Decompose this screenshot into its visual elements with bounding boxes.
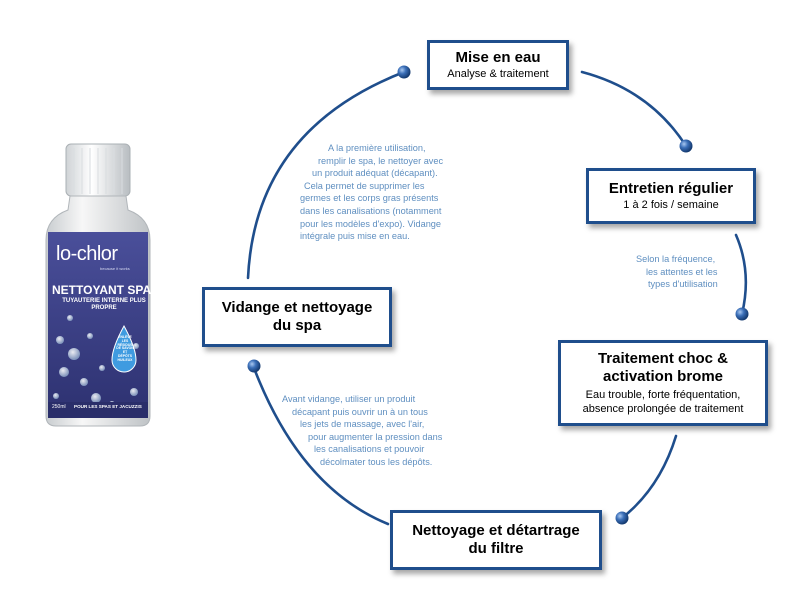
arc-bottom-left [252,366,390,526]
arc-bottom-right [620,434,678,520]
note-line: les attentes et les [646,266,718,277]
step-detail-line: absence prolongée de traitement [582,403,744,415]
product-volume: 250ml [52,404,66,410]
note-line: germes et les corps gras présents [300,193,439,204]
note-avant-vidange: Avant vidange, utiliser un produit décap… [282,393,442,469]
step-title-line: du spa [272,317,322,334]
drop-text-line: DÉPÔTS [118,353,132,358]
note-frequence: Selon la fréquence, les attentes et les … [636,253,718,291]
step-title: Mise en eau [455,49,541,66]
note-line: décapant puis ouvrir un à un tous [292,406,428,417]
step-title-line: Traitement choc & [597,350,729,367]
note-line: intégrale puis mise en eau. [300,231,410,242]
product-bottle [45,143,151,427]
drop-text: ENLÈVE LES RÉSIDUS DE SAVON ET DÉPÔTS HU… [114,335,136,363]
note-line: dans les canalisations (notamment [300,205,442,216]
bottle-label [48,232,148,418]
step-title-line: Nettoyage et détartrage [412,522,580,539]
arc-right [734,233,748,316]
arc-end-ball [735,307,749,321]
note-line: A la première utilisation, [328,143,426,153]
note-line: Selon la fréquence, [636,254,716,264]
product-name: NETTOYANT SPA [52,283,152,297]
step-vidange-nettoyage: Vidange et nettoyage du spa [202,287,392,347]
brand-logo: lo-chlor [56,243,118,265]
step-mise-en-eau: Mise en eau Analyse & traitement [427,40,569,90]
brand-tagline: because it works [100,266,130,271]
note-line: types d'utilisation [648,279,718,290]
step-title-line: activation brome [602,368,724,385]
step-detail-line: Eau trouble, forte fréquentation, [585,389,741,401]
drop-text-line: ENLÈVE [118,335,132,339]
step-detail: Analyse & traitement [447,68,549,80]
step-title: Entretien régulier [608,180,734,197]
arc-left [246,70,406,280]
note-line: décolmater tous les dépôts. [320,456,433,467]
arc-end-ball [615,511,629,525]
note-line: les canalisations et pouvoir [314,444,425,455]
arc-top-right [580,70,688,148]
product-subtitle-line: TUYAUTERIE INTERNE PLUS [62,298,146,304]
note-line: les jets de massage, avec l'air, [300,419,425,430]
arc-end-ball [679,139,693,153]
product-subtitle: TUYAUTERIE INTERNE PLUS PROPRE [54,298,154,312]
note-line: pour les modèles d'expo). Vidange [300,218,442,229]
note-line: un produit adéquat (décapant). [312,168,438,179]
step-title-line: du filtre [468,540,524,557]
product-subtitle-line: PROPRE [91,305,117,311]
drop-icon [111,324,137,373]
note-line: Cela permet de supprimer les [304,180,425,191]
drop-text-line: HUILEUX [117,357,133,362]
step-traitement-choc: Traitement choc & activation brome Eau t… [558,340,768,426]
step-detail: 1 à 2 fois / semaine [623,199,719,211]
drop-text-line: DE SAVON ET [116,346,134,355]
step-nettoyage-filtre: Nettoyage et détartrage du filtre [390,510,602,570]
step-title-line: Vidange et nettoyage [221,299,373,316]
note-line: remplir le spa, le nettoyer avec [318,155,444,166]
note-premiere-utilisation: A la première utilisation, remplir le sp… [300,142,443,243]
product-footer: POUR LES SPAS ET JACUZZIS [74,404,142,409]
step-entretien-regulier: Entretien régulier 1 à 2 fois / semaine [586,168,756,224]
arc-end-ball [247,359,261,373]
drop-text-line: LES RÉSIDUS [117,338,133,347]
arc-end-ball [397,65,411,79]
note-line: pour augmenter la pression dans [308,431,443,442]
note-line: Avant vidange, utiliser un produit [282,394,416,404]
